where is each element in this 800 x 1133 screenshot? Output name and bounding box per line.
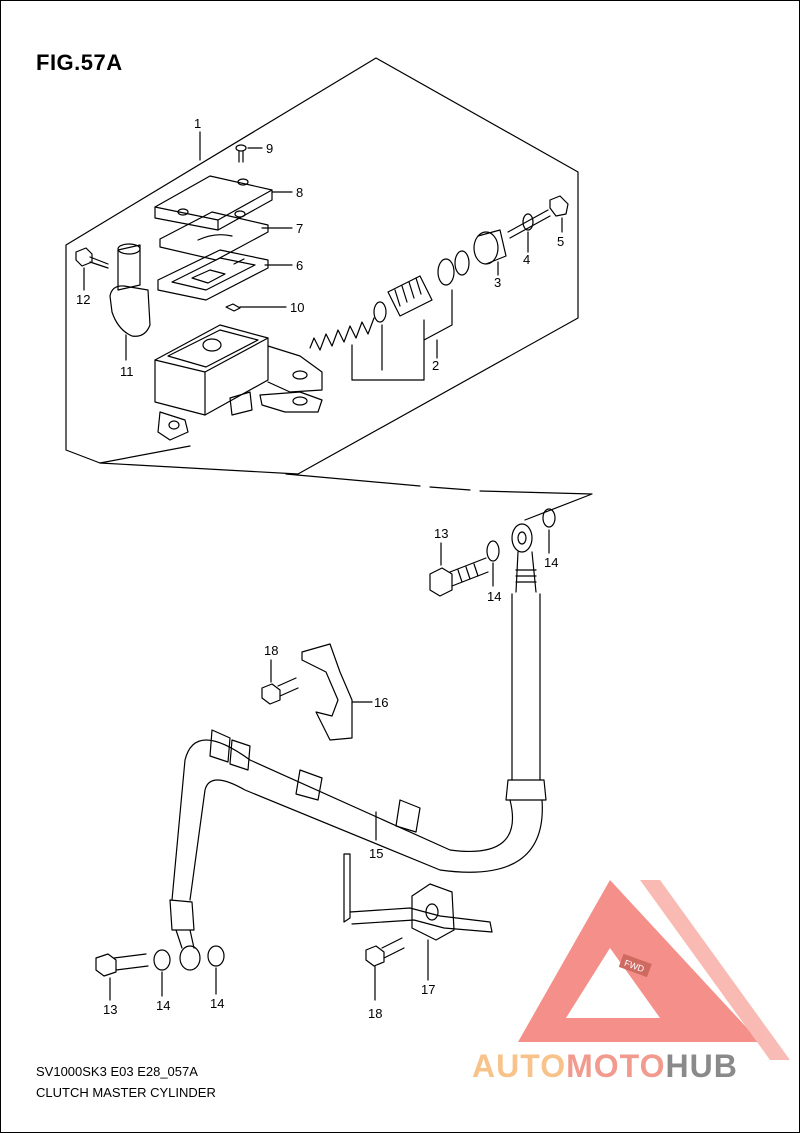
callout-1: 1: [194, 116, 201, 131]
callout-17: 17: [421, 982, 435, 997]
callout-7: 7: [296, 221, 303, 236]
washer-14-c: [153, 949, 171, 971]
clip-10: [225, 303, 241, 312]
leader-box-bottom: [285, 473, 593, 521]
exploded-box: [65, 57, 579, 475]
callout-14-d: 14: [210, 996, 224, 1011]
callout-13-lower: 13: [103, 1002, 117, 1017]
diaphragm-plate: [159, 211, 269, 261]
washer-14-a: [486, 540, 500, 562]
watermark-word-auto: AUTO: [472, 1048, 567, 1084]
callout-15: 15: [369, 846, 383, 861]
bolt-18-lower: [365, 937, 405, 967]
washer-14-b: [542, 508, 556, 528]
diaphragm: [157, 249, 269, 301]
washer-14-d: [207, 945, 225, 967]
callout-13-upper: 13: [434, 526, 448, 541]
callout-9: 9: [266, 141, 273, 156]
clutch-hose: [169, 593, 547, 949]
piston-cup: [373, 301, 387, 323]
banjo-fitting-lower: [179, 945, 201, 971]
push-rod: [507, 209, 551, 239]
watermark-logo: FWD: [518, 880, 790, 1060]
bolt-12: [75, 247, 109, 269]
dust-boot: [473, 229, 507, 265]
piston-spring: [309, 317, 375, 351]
bolt-18-upper: [261, 677, 299, 705]
watermark-wordmark: AUTOMOTOHUB: [472, 1048, 738, 1085]
union-bolt-upper: [429, 557, 489, 597]
clamp-11: [109, 243, 151, 337]
reservoir-cap: [154, 175, 273, 231]
callout-14-c: 14: [156, 998, 170, 1013]
callout-18-lower: 18: [368, 1006, 382, 1021]
callout-16: 16: [374, 695, 388, 710]
callout-14-b: 14: [544, 555, 558, 570]
screw-9: [235, 144, 247, 163]
assembly-name: CLUTCH MASTER CYLINDER: [36, 1085, 216, 1100]
callout-6: 6: [296, 258, 303, 273]
figure-title: FIG.57A: [36, 50, 123, 75]
circlip: [454, 250, 470, 276]
nut-5: [549, 195, 569, 217]
bracket-2: [351, 289, 453, 381]
callout-labels: 1 2 3 4 5 6 7 8 9 10 11 12 13 13 14 14 1…: [76, 116, 564, 1021]
watermark-word-hub: HUB: [665, 1048, 738, 1084]
union-bolt-lower: [95, 953, 149, 977]
callout-10: 10: [290, 300, 304, 315]
seal-ring: [437, 258, 455, 286]
model-code: SV1000SK3 E03 E28_057A: [36, 1064, 198, 1079]
callout-4: 4: [523, 252, 530, 267]
callout-8: 8: [296, 185, 303, 200]
callout-2: 2: [432, 358, 439, 373]
banjo-fitting-upper: [511, 523, 537, 593]
hose-guide-16: [301, 643, 353, 741]
callout-3: 3: [494, 275, 501, 290]
watermark-word-moto: MOTO: [566, 1048, 666, 1084]
callout-18-upper: 18: [264, 643, 278, 658]
callout-14-a: 14: [487, 589, 501, 604]
leader-box-bottom-left: [99, 445, 191, 464]
piston: [387, 275, 433, 317]
fwd-badge: FWD: [618, 953, 652, 978]
callout-12: 12: [76, 292, 90, 307]
callout-11: 11: [120, 364, 134, 379]
callout-5: 5: [557, 234, 564, 249]
hose-clamp-17: [343, 853, 493, 941]
master-cylinder-body: [154, 324, 323, 441]
